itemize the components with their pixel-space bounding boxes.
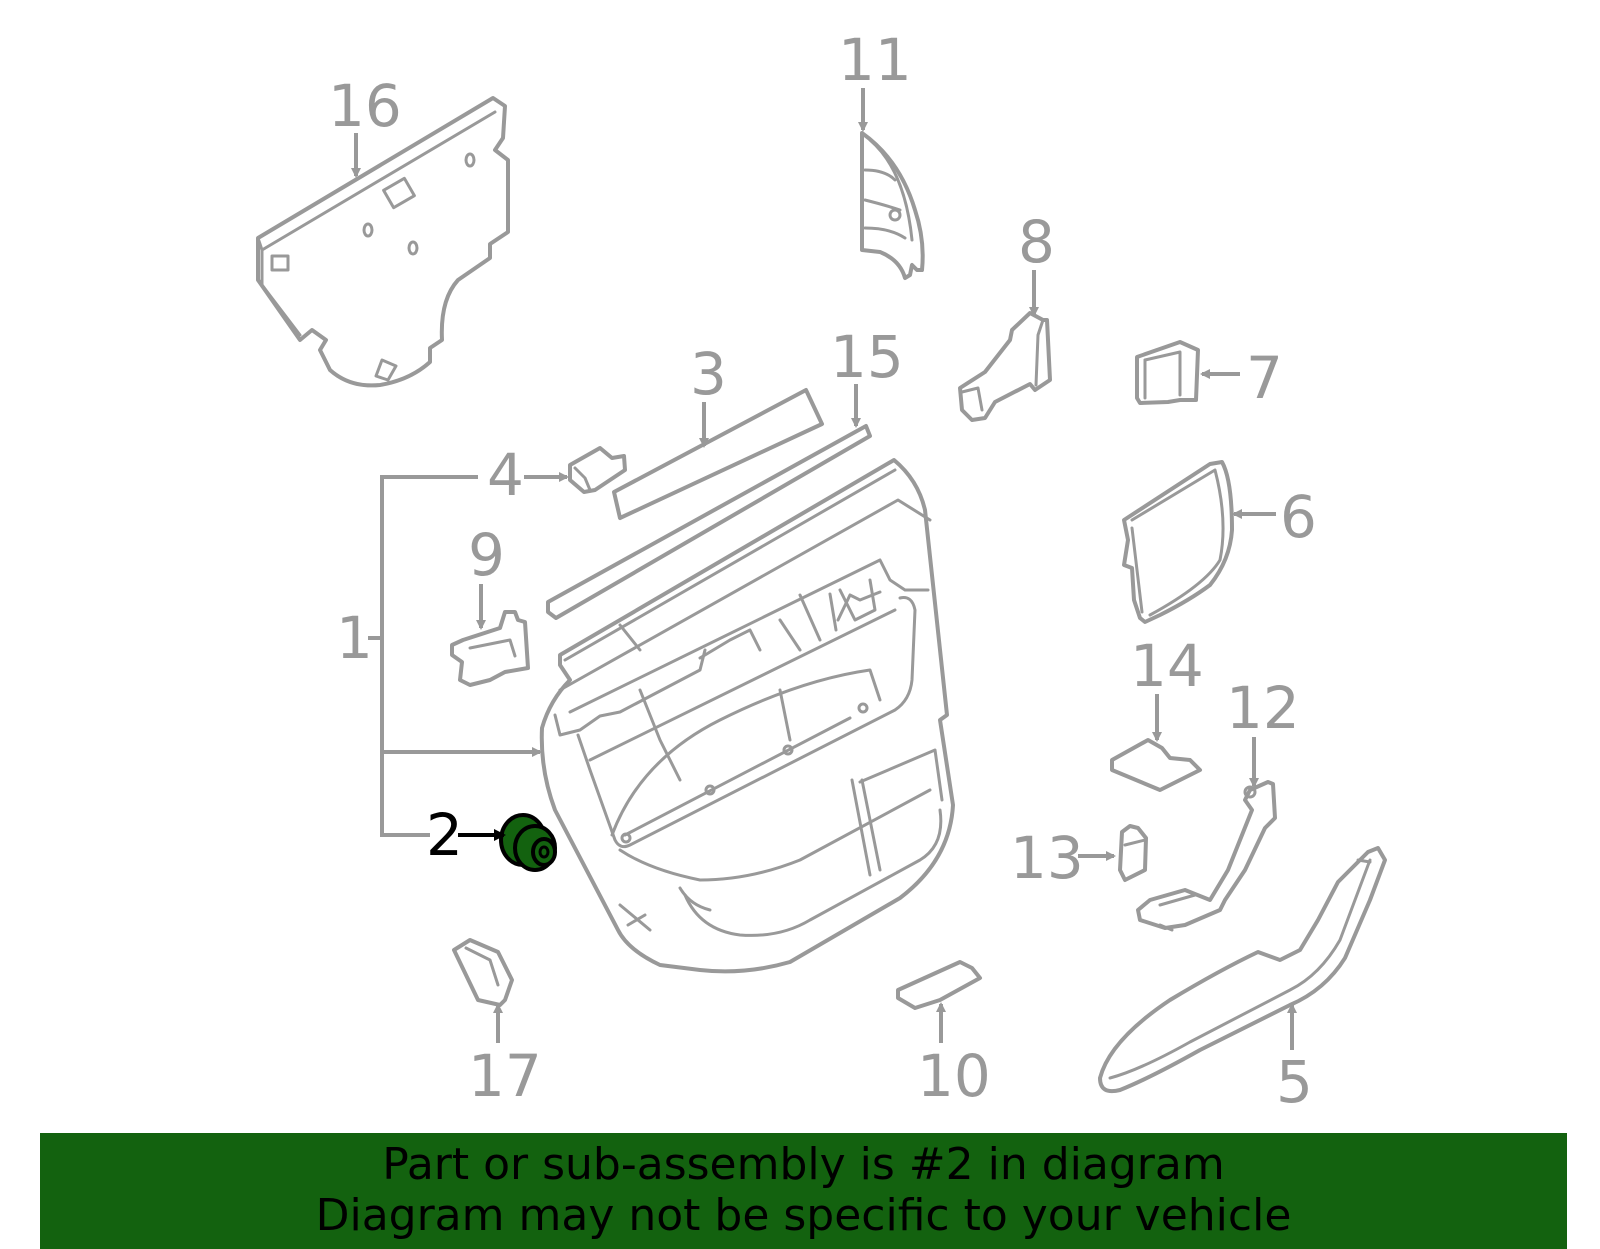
part-6-grille xyxy=(1122,460,1234,624)
banner-line-2: Diagram may not be specific to your vehi… xyxy=(315,1190,1292,1241)
part-16-insulator xyxy=(256,96,510,388)
callout-1: 1 xyxy=(336,604,373,672)
callout-9: 9 xyxy=(468,521,505,589)
part-3-seal xyxy=(612,388,824,520)
bracket-1 xyxy=(368,475,534,837)
callout-4: 4 xyxy=(487,441,524,509)
callout-16: 16 xyxy=(328,72,402,140)
part-4-bezel xyxy=(568,446,627,494)
part-12-pull-handle xyxy=(1136,780,1277,932)
callout-15: 15 xyxy=(830,323,904,391)
part-5-armrest xyxy=(1098,846,1387,1094)
part-2-clip-highlighted xyxy=(499,813,557,872)
info-banner: Part or sub-assembly is #2 in diagram Di… xyxy=(40,1133,1567,1249)
callout-13: 13 xyxy=(1010,824,1084,892)
banner-line-1: Part or sub-assembly is #2 in diagram xyxy=(382,1139,1225,1190)
part-8-bracket xyxy=(958,311,1052,422)
part-10-pad xyxy=(896,960,982,1010)
part-13-clip xyxy=(1118,824,1148,882)
part-9-handle xyxy=(450,610,530,687)
callout-2: 2 xyxy=(426,801,463,869)
callout-17: 17 xyxy=(468,1042,542,1110)
part-14-pad xyxy=(1110,738,1202,792)
part-7-clip xyxy=(1135,340,1200,405)
callout-5: 5 xyxy=(1276,1048,1313,1116)
callout-7: 7 xyxy=(1246,344,1283,412)
part-17-cover xyxy=(452,938,514,1007)
callout-10: 10 xyxy=(917,1042,991,1110)
callout-11: 11 xyxy=(838,26,912,94)
callout-6: 6 xyxy=(1280,483,1317,551)
part-11-trim xyxy=(860,131,925,280)
callout-3: 3 xyxy=(690,340,727,408)
callout-8: 8 xyxy=(1018,208,1055,276)
callout-14: 14 xyxy=(1130,632,1204,700)
part-1-door-panel xyxy=(539,458,955,974)
callout-12: 12 xyxy=(1226,674,1300,742)
part-15-belt-strip xyxy=(546,424,872,620)
